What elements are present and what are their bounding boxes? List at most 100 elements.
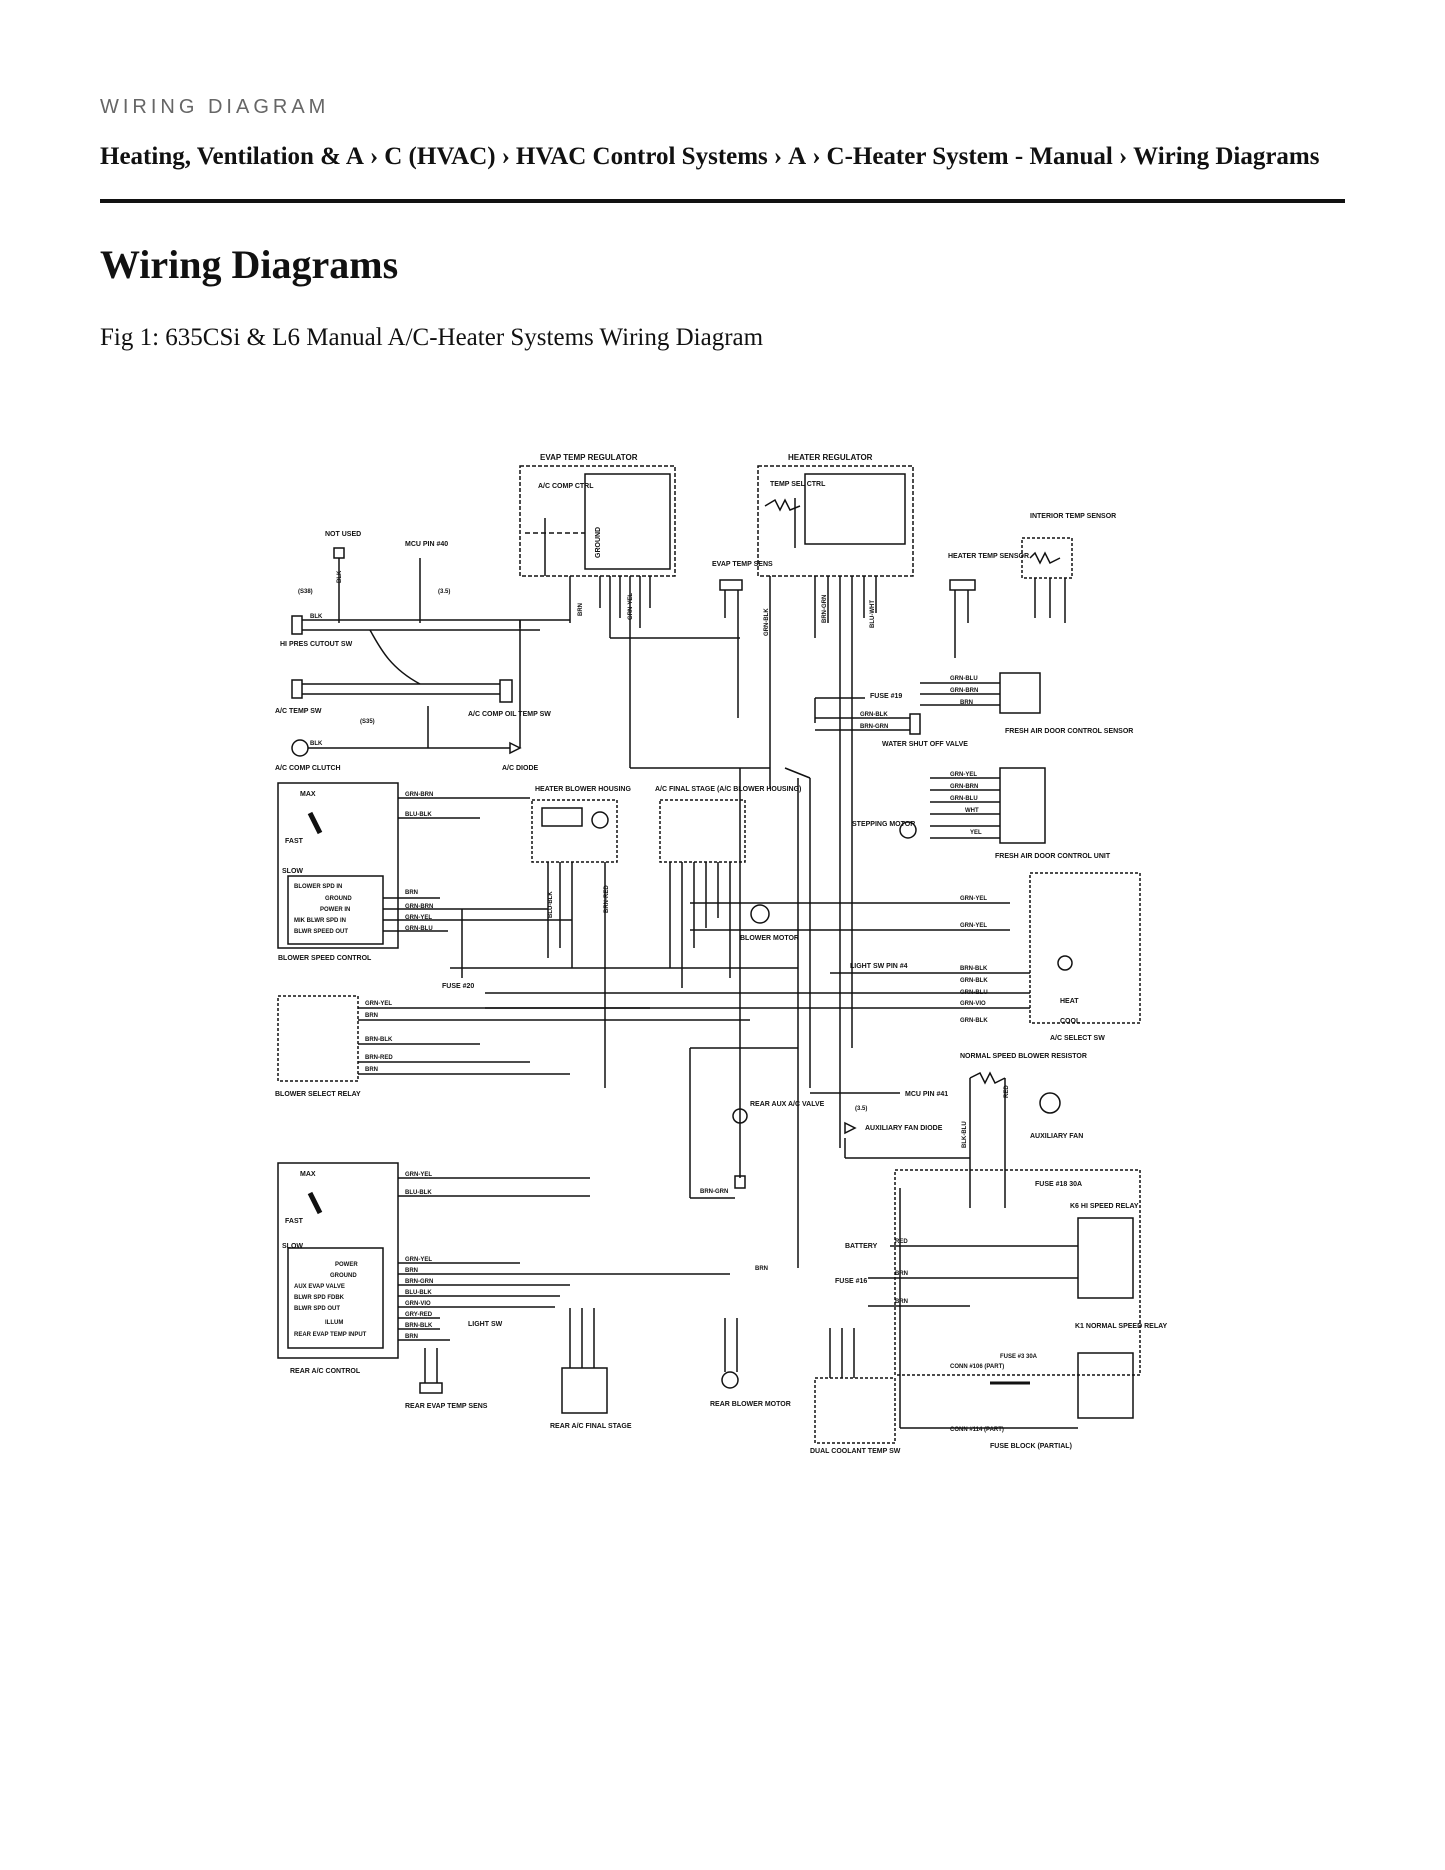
wiring-diagram-svg: EVAP TEMP REGULATOR A/C COMP CTRL GROUND… <box>275 453 1168 1455</box>
evap-temp-sens-label: EVAP TEMP SENS <box>712 561 773 568</box>
max-label: MAX <box>300 1171 316 1178</box>
interior-temp-sensor-label: INTERIOR TEMP SENSOR <box>1030 513 1116 520</box>
ac-final-stage-label: A/C FINAL STAGE (A/C BLOWER HOUSING) <box>655 786 801 793</box>
mik-blwr-label: MIK BLWR SPD IN <box>294 918 346 924</box>
auxiliary-fan-label: AUXILIARY FAN <box>1030 1133 1083 1140</box>
wire-grn-yel: GRN-YEL <box>405 915 432 921</box>
ac-select-sw: GRN-YEL GRN-YEL LIGHT SW PIN #4 BRN-BLK … <box>485 872 1141 1042</box>
wire-blu-blk: BLU-BLK <box>405 1190 432 1196</box>
wire-brn-blk: BRN-BLK <box>405 1323 433 1329</box>
ac-comp-oil-temp-label: A/C COMP OIL TEMP SW <box>468 711 551 718</box>
cool-label: COOL <box>1060 1018 1081 1025</box>
wire-grn-vio: GRN-VIO <box>405 1301 431 1307</box>
wire-grn-yel: GRN-YEL <box>960 923 987 929</box>
temp-sel-ctrl-label: TEMP SEL CTRL <box>770 481 826 488</box>
wire-grn-yel: GRN-YEL <box>960 896 987 902</box>
ground-label: GROUND <box>325 896 352 902</box>
fresh-air-door-unit: GRN-YEL GRN-BRN GRN-BLU WHT YEL FRESH AI… <box>852 767 1111 860</box>
conn-114-label: CONN #114 (PART) <box>950 1427 1004 1433</box>
dual-coolant-temp-sw: DUAL COOLANT TEMP SW <box>810 1328 901 1455</box>
power-in-label: POWER IN <box>320 907 350 913</box>
fuse-block-label: FUSE BLOCK (PARTIAL) <box>990 1443 1072 1450</box>
section-kicker: WIRING DIAGRAM <box>100 96 330 118</box>
wire-brn-grn: BRN-GRN <box>700 1189 728 1195</box>
rear-ac-control: MAX FAST SLOW POWER GROUND AUX EVAP VALV… <box>277 1162 768 1375</box>
wire-grn-brn: GRN-BRN <box>950 688 978 694</box>
wire-brn: BRN <box>755 1266 768 1272</box>
fuse-20-label: FUSE #20 <box>442 983 474 990</box>
breadcrumb-item[interactable]: Heating, Ventilation & A <box>100 143 364 170</box>
wire-grn-yel: GRN-YEL <box>405 1172 432 1178</box>
fast-label: FAST <box>285 1218 304 1225</box>
normal-speed-blower-resistor: NORMAL SPEED BLOWER RESISTOR AUXILIARY F… <box>960 1053 1087 1208</box>
wire-yel: YEL <box>970 830 982 836</box>
breadcrumb-separator: › <box>369 143 379 170</box>
heater-temp-sensor-label: HEATER TEMP SENSOR <box>948 553 1029 560</box>
mcu-pin-41: MCU PIN #41 (3.5) AUXILIARY FAN DIODE <box>810 1091 970 1159</box>
evap-temp-regulator-label: EVAP TEMP REGULATOR <box>540 453 638 462</box>
wire-grn-yel: GRN-YEL <box>405 1257 432 1263</box>
wire-grn-brn: GRN-BRN <box>405 792 433 798</box>
breadcrumb-item[interactable]: C-Heater System - Manual <box>826 143 1113 170</box>
wire-grn-blu: GRN-BLU <box>960 990 988 996</box>
stepping-motor-label: STEPPING MOTOR <box>852 821 915 828</box>
wire-blk: BLK <box>310 741 323 747</box>
blower-select-relay-label: BLOWER SELECT RELAY <box>275 1091 361 1098</box>
ac-comp-clutch: BLK A/C COMP CLUTCH A/C DIODE <box>275 620 539 772</box>
hi-pres-cutout-sw: BLK HI PRES CUTOUT SW <box>280 614 570 648</box>
ground-label: GROUND <box>595 527 602 558</box>
blower-select-relay: GRN-YEL BRN BRN-BLK BRN-RED BRN BLOWER S… <box>275 995 750 1098</box>
illum-label: ILLUM <box>325 1320 343 1326</box>
power-label: POWER <box>335 1262 358 1268</box>
heater-temp-sensor: HEATER TEMP SENSOR <box>948 553 1029 658</box>
breadcrumb-item[interactable]: A <box>788 143 807 170</box>
normal-speed-resistor-label: NORMAL SPEED BLOWER RESISTOR <box>960 1053 1087 1060</box>
wire-blu-blk: BLU-BLK <box>548 891 554 918</box>
ac-final-stage: A/C FINAL STAGE (A/C BLOWER HOUSING) BLO… <box>655 786 801 988</box>
wire-red: RED <box>895 1239 908 1245</box>
breadcrumb-separator: › <box>1118 143 1128 170</box>
wire-brn-blk: BRN-BLK <box>960 966 988 972</box>
heater-regulator-label: HEATER REGULATOR <box>788 453 873 462</box>
wire-55-label: (3.5) <box>855 1106 867 1112</box>
fast-label: FAST <box>285 838 304 845</box>
ac-temp-sw-label: A/C TEMP SW <box>275 708 322 715</box>
wire-blu-blk: BLU-BLK <box>405 812 432 818</box>
k6-hi-speed-relay: FUSE #18 30A K6 HI SPEED RELAY BATTERY R… <box>835 1169 1141 1376</box>
rear-blower-motor-label: REAR BLOWER MOTOR <box>710 1401 791 1408</box>
wire-brn: BRN <box>405 890 418 896</box>
figure-caption: Fig 1: 635CSi & L6 Manual A/C-Heater Sys… <box>100 324 764 351</box>
breadcrumb-item[interactable]: HVAC Control Systems <box>515 143 768 170</box>
fresh-air-door-unit-label: FRESH AIR DOOR CONTROL UNIT <box>995 853 1111 860</box>
wire-brn: BRN <box>895 1271 908 1277</box>
slow-label: SLOW <box>282 868 303 875</box>
wire-grn-blu: GRN-BLU <box>950 676 978 682</box>
k1-normal-speed-relay: K1 NORMAL SPEED RELAY CONN #106 (PART) F… <box>950 1323 1168 1450</box>
wire-blu-wht: BLU-WHT <box>870 600 876 628</box>
fresh-air-door-sensor: GRN-BLU GRN-BRN BRN FRESH AIR DOOR CONTR… <box>920 672 1133 735</box>
wire-brn-grn: BRN-GRN <box>405 1279 433 1285</box>
fuse-19-label: FUSE #19 <box>870 693 902 700</box>
conn-106-label: CONN #106 (PART) <box>950 1364 1004 1370</box>
rear-evap-sens-label: REAR EVAP TEMP SENS <box>405 1403 488 1410</box>
ac-temp-sw: A/C TEMP SW (S35) <box>275 629 470 725</box>
wire-brn-grn: BRN-GRN <box>860 724 888 730</box>
rear-blower-motor: REAR BLOWER MOTOR <box>710 1318 791 1408</box>
wire-grn-yel: GRN-YEL <box>628 593 634 620</box>
wire-blk: BLK <box>310 614 323 620</box>
hi-pres-cutout-label: HI PRES CUTOUT SW <box>280 641 353 648</box>
ac-comp-ctrl-label: A/C COMP CTRL <box>538 483 594 490</box>
wire-brn-red: BRN-RED <box>365 1055 393 1061</box>
rear-aux-ac-valve-label: REAR AUX A/C VALVE <box>750 1101 825 1108</box>
wire-grn-yel: GRN-YEL <box>365 1001 392 1007</box>
fuse-18-label: FUSE #18 30A <box>1035 1181 1082 1188</box>
wire-s35-label: (S35) <box>360 719 375 725</box>
heat-label: HEAT <box>1060 998 1079 1005</box>
breadcrumb-item[interactable]: C (HVAC) <box>384 143 496 170</box>
wire-brn-red: BRN-RED <box>604 885 610 913</box>
fresh-air-door-sensor-label: FRESH AIR DOOR CONTROL SENSOR <box>1005 728 1133 735</box>
water-shutoff-label: WATER SHUT OFF VALVE <box>882 741 968 748</box>
wire-grn-blu: GRN-BLU <box>950 796 978 802</box>
wire-grn-blk: GRN-BLK <box>960 978 988 984</box>
heater-blower-housing: HEATER BLOWER HOUSING BLU-BLK BRN-RED <box>531 786 631 1088</box>
